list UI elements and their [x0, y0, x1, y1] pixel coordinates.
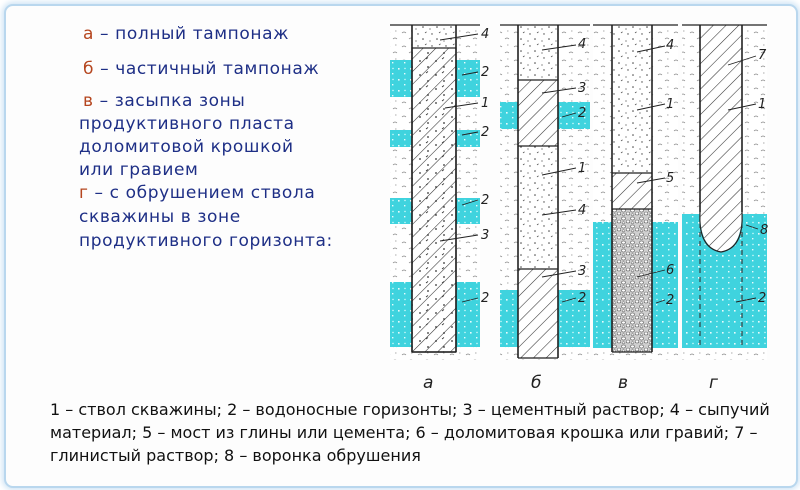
callout-num: 4	[578, 37, 586, 52]
panel-g: 7 1 8 2 г	[682, 24, 768, 393]
callout-num: 6	[666, 263, 674, 278]
panel-v: 4 1 5 6 2 в	[593, 24, 678, 393]
callout-num: 2	[666, 293, 674, 308]
callout-num: 2	[578, 291, 586, 306]
callout-num: 2	[481, 291, 489, 306]
cement-fill	[518, 80, 558, 146]
legend-text-a: полный тампонаж	[115, 24, 290, 44]
legend-letter-b: б	[83, 59, 95, 79]
callout-num: 2	[578, 106, 586, 121]
section-boundaries	[518, 79, 558, 359]
callout-num: 1	[481, 96, 489, 111]
callout-num: 3	[481, 228, 489, 243]
panel-label-b: б	[531, 373, 541, 393]
callout-num: 1	[758, 97, 766, 112]
callout-num: 4	[666, 38, 674, 53]
panel-label-g: г	[709, 373, 718, 393]
callout-lines	[727, 55, 759, 303]
callout-num: 2	[481, 125, 489, 140]
legend-dash: –	[94, 59, 116, 79]
callout-num: 4	[578, 203, 586, 218]
callout-lines	[439, 33, 479, 303]
legend-text-v-2: продуктивного пласта	[79, 114, 295, 134]
clay-mud-fill	[700, 25, 742, 252]
gravel-fill	[612, 209, 652, 352]
legend-text-v-4: или гравием	[79, 160, 199, 180]
callout-num: 3	[578, 81, 586, 96]
legend-item-v: в – засыпка зоны	[83, 91, 245, 111]
legend-text-g-2: скважины в зоне	[79, 207, 241, 227]
legend-item-b: б – частичный тампонаж	[83, 59, 319, 79]
callout-num: 2	[481, 193, 489, 208]
callout-num: 8	[760, 223, 768, 238]
callout-num: 4	[481, 27, 489, 42]
legend-letter-g: г	[79, 183, 89, 203]
legend-dash: –	[88, 183, 110, 203]
legend-text-g-1: с обрушением ствола	[109, 183, 316, 203]
loose-fill	[612, 25, 652, 173]
clay-bridge	[612, 173, 652, 209]
panel-b: 4 3 2 1 4 3 2 б	[500, 24, 590, 393]
panel-label-v: в	[618, 373, 628, 393]
legend-item-g: г – с обрушением ствола	[79, 183, 315, 203]
legend-dash: –	[93, 91, 115, 111]
callout-num: 2	[481, 65, 489, 80]
legend-letter-v: в	[83, 91, 94, 111]
cement-fill	[518, 269, 558, 358]
callout-num: 3	[578, 264, 586, 279]
legend-text-v-3: доломитовой крошкой	[79, 137, 294, 157]
loose-fill	[518, 25, 558, 80]
section-boundaries	[612, 172, 652, 353]
legend-text-g-3: продуктивного горизонта:	[79, 231, 333, 251]
callout-num: 5	[666, 171, 674, 186]
loose-fill	[518, 146, 558, 269]
panel-a: 4 2 1 2 2 3 2 а	[390, 24, 489, 393]
callout-num: 1	[578, 161, 586, 176]
collapse-funnel	[699, 211, 743, 253]
legend-text-b: частичный тампонаж	[115, 59, 320, 79]
legend-dash: –	[94, 24, 116, 44]
panel-label-a: а	[423, 373, 433, 393]
callout-num: 7	[758, 48, 767, 63]
cement-texture	[412, 48, 456, 352]
legend-item-a: а – полный тампонаж	[83, 24, 289, 44]
callout-lines	[541, 44, 577, 303]
figure-caption: 1 – ствол скважины; 2 – водоносные гориз…	[50, 400, 770, 465]
callout-lines	[636, 45, 666, 304]
callout-num: 2	[758, 291, 766, 306]
legend-text-v-1: засыпка зоны	[114, 91, 246, 111]
loose-fill	[411, 24, 457, 49]
legend-letter-a: а	[83, 24, 95, 44]
callout-num: 1	[666, 97, 674, 112]
